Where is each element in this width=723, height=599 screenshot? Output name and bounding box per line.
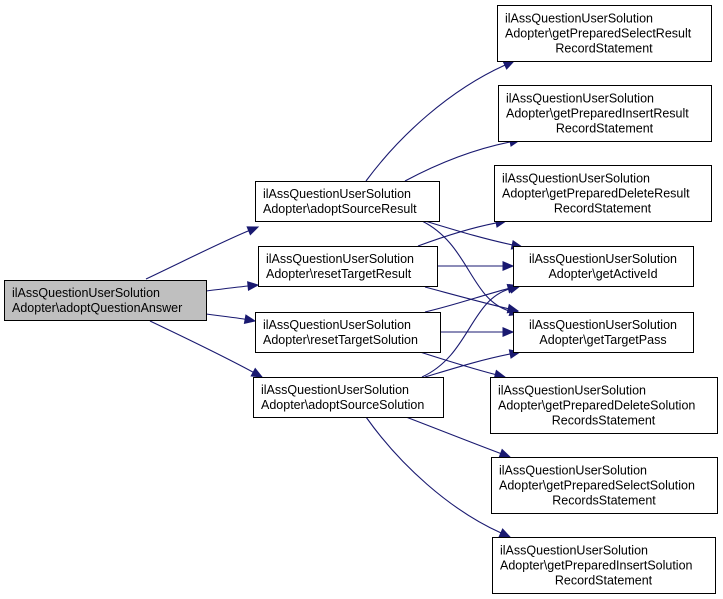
node-label-line: RecordStatement (554, 202, 652, 216)
arrowhead-icon (502, 327, 515, 337)
node-label-line: Adopter\getPreparedSelectSolution (499, 479, 695, 493)
edges-layer (145, 60, 524, 538)
node-box (255, 312, 441, 353)
node-label-line: Adopter\adoptQuestionAnswer (12, 301, 182, 315)
edge-resetTargetResult-to-getTargetPass (424, 286, 520, 314)
arrowhead-icon (243, 314, 257, 325)
node-label-line: Adopter\getPreparedSelectResult (505, 27, 692, 41)
edge-adoptSourceSolution-to-getPreparedInsertSolutionRecordStatement (365, 416, 512, 538)
node-box (255, 181, 440, 222)
edge-line (419, 351, 496, 376)
node-label-line: ilAssQuestionUserSolution (505, 12, 653, 26)
node-box (492, 537, 716, 594)
arrowhead-icon (246, 226, 260, 236)
edge-line (424, 353, 511, 378)
node-label-line: Adopter\resetTargetResult (266, 267, 412, 281)
node-label-line: ilAssQuestionUserSolution (263, 318, 411, 332)
node-box (494, 165, 712, 222)
node-resetTargetResult[interactable]: ilAssQuestionUserSolutionAdopter\resetTa… (258, 246, 438, 287)
node-box (513, 246, 694, 287)
edge-line (365, 64, 506, 182)
edge-adoptSourceResult-to-getActiveId (424, 220, 524, 250)
arrowhead-icon (502, 60, 516, 70)
node-label-line: Adopter\getPreparedDeleteSolution (498, 399, 695, 413)
edge-resetTargetResult-to-getActiveId (437, 261, 515, 271)
arrowhead-icon (498, 528, 512, 538)
node-label-line: Adopter\getActiveId (548, 267, 657, 281)
edge-line (405, 416, 501, 455)
arrowhead-icon (498, 448, 512, 458)
node-label-line: ilAssQuestionUserSolution (263, 187, 411, 201)
node-getPreparedDeleteSolutionRecordsStatement[interactable]: ilAssQuestionUserSolutionAdopter\getPrep… (490, 377, 718, 434)
node-label-line: ilAssQuestionUserSolution (529, 252, 677, 266)
node-label-line: Adopter\adoptSourceResult (263, 202, 417, 216)
edge-line (421, 220, 511, 312)
node-getTargetPass[interactable]: ilAssQuestionUserSolutionAdopter\getTarg… (513, 312, 694, 353)
node-resetTargetSolution[interactable]: ilAssQuestionUserSolutionAdopter\resetTa… (255, 312, 441, 353)
node-label-line: Adopter\getPreparedInsertResult (506, 107, 689, 121)
edge-line (424, 220, 513, 246)
edge-line (205, 285, 249, 292)
edge-resetTargetSolution-to-getTargetPass (440, 327, 515, 337)
node-adoptSourceSolution[interactable]: ilAssQuestionUserSolutionAdopter\adoptSo… (253, 377, 444, 418)
edge-line (421, 288, 511, 378)
arrowhead-icon (502, 261, 515, 271)
edge-adoptQuestionAnswer-to-resetTargetResult (205, 281, 260, 292)
node-adoptQuestionAnswer[interactable]: ilAssQuestionUserSolutionAdopter\adoptQu… (4, 280, 207, 321)
arrowhead-icon (247, 281, 260, 291)
node-getActiveId[interactable]: ilAssQuestionUserSolutionAdopter\getActi… (513, 246, 694, 287)
edge-line (365, 416, 502, 534)
node-label-line: RecordsStatement (552, 414, 656, 428)
node-label-line: ilAssQuestionUserSolution (499, 464, 647, 478)
node-label-line: Adopter\getTargetPass (539, 333, 666, 347)
node-label-line: ilAssQuestionUserSolution (261, 383, 409, 397)
node-label-line: Adopter\getPreparedDeleteResult (502, 187, 690, 201)
node-label-line: ilAssQuestionUserSolution (500, 544, 648, 558)
node-label-line: Adopter\getPreparedInsertSolution (500, 559, 693, 573)
arrowhead-icon (506, 303, 520, 314)
node-label-line: ilAssQuestionUserSolution (502, 172, 650, 186)
edge-line (424, 286, 509, 310)
node-box (258, 246, 438, 287)
node-getPreparedInsertSolutionRecordStatement[interactable]: ilAssQuestionUserSolutionAdopter\getPrep… (492, 537, 716, 594)
edge-line (149, 320, 254, 373)
edge-adoptQuestionAnswer-to-adoptSourceResult (145, 226, 260, 280)
edge-line (404, 141, 511, 182)
node-getPreparedSelectResultRecordStatement[interactable]: ilAssQuestionUserSolutionAdopter\getPrep… (497, 5, 712, 62)
edge-line (417, 222, 497, 247)
edge-adoptQuestionAnswer-to-adoptSourceSolution (149, 320, 264, 378)
node-label-line: RecordStatement (556, 122, 654, 136)
edge-adoptSourceResult-to-getPreparedSelectResultRecordStatement (365, 60, 516, 182)
node-getPreparedInsertResultRecordStatement[interactable]: ilAssQuestionUserSolutionAdopter\getPrep… (498, 85, 712, 142)
node-label-line: ilAssQuestionUserSolution (266, 252, 414, 266)
node-label-line: ilAssQuestionUserSolution (529, 318, 677, 332)
node-box (497, 5, 712, 62)
node-box (498, 85, 712, 142)
edge-adoptSourceSolution-to-getTargetPass (424, 349, 522, 378)
node-label-line: Adopter\resetTargetSolution (263, 333, 418, 347)
nodes-layer: ilAssQuestionUserSolutionAdopter\adoptQu… (4, 5, 718, 594)
node-getPreparedDeleteResultRecordStatement[interactable]: ilAssQuestionUserSolutionAdopter\getPrep… (494, 165, 712, 222)
node-box (4, 280, 207, 321)
node-label-line: ilAssQuestionUserSolution (498, 384, 646, 398)
node-label-line: RecordStatement (555, 574, 653, 588)
edge-line (205, 313, 246, 320)
edge-adoptQuestionAnswer-to-resetTargetSolution (205, 313, 257, 325)
node-label-line: RecordStatement (555, 42, 653, 56)
edge-line (424, 288, 509, 313)
edge-line (145, 230, 249, 280)
node-label-line: ilAssQuestionUserSolution (12, 286, 160, 300)
node-box (253, 377, 444, 418)
node-box (513, 312, 694, 353)
arrowhead-icon (250, 367, 264, 378)
node-label-line: ilAssQuestionUserSolution (506, 92, 654, 106)
node-getPreparedSelectSolutionRecordsStatement[interactable]: ilAssQuestionUserSolutionAdopter\getPrep… (491, 457, 718, 514)
node-box (491, 457, 718, 514)
node-label-line: RecordsStatement (552, 494, 656, 508)
node-box (490, 377, 718, 434)
node-label-line: Adopter\adoptSourceSolution (261, 398, 424, 412)
node-adoptSourceResult[interactable]: ilAssQuestionUserSolutionAdopter\adoptSo… (255, 181, 440, 222)
